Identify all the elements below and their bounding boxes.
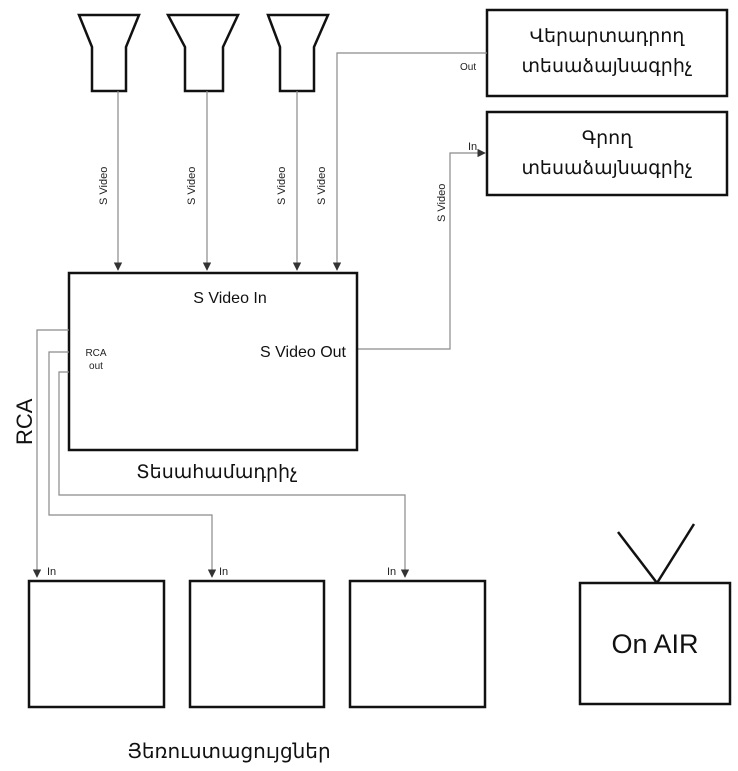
s-video-label-1: S Video xyxy=(98,167,110,205)
on-air-label: On AIR xyxy=(611,629,698,659)
wire-monitor-1 xyxy=(32,329,69,578)
playback-vcr-label-1: Վերարտադրող xyxy=(530,25,686,47)
playback-vcr-box xyxy=(485,8,729,98)
s-video-label-2: S Video xyxy=(186,167,198,205)
s-video-label-5: S Video xyxy=(436,184,448,222)
camera-2-icon xyxy=(165,13,240,93)
on-air-box xyxy=(578,581,732,706)
monitors-caption: Յեռուստացույցներ xyxy=(127,739,330,763)
s-video-label-3: S Video xyxy=(276,167,288,205)
monitor-3-port: In xyxy=(387,566,396,578)
antenna-icon xyxy=(617,523,696,584)
wire-monitor-2 xyxy=(48,351,217,578)
switcher-rca-label-1: RCA xyxy=(85,348,106,359)
recording-vcr-label-2: տեսաձայնագրիչ xyxy=(521,157,692,179)
switcher-rca-label-2: out xyxy=(89,361,103,372)
camera-3-icon xyxy=(266,13,330,93)
monitor-3-box xyxy=(348,579,487,709)
recording-vcr-port: In xyxy=(468,141,477,153)
monitor-1-box xyxy=(27,579,166,709)
playback-vcr-label-2: տեսաձայնագրիչ xyxy=(521,55,692,77)
recording-vcr-label-1: Գրող xyxy=(582,127,633,149)
switcher-input-label: S Video In xyxy=(193,290,267,307)
camera-1-icon xyxy=(77,13,141,93)
wire-recording-vcr xyxy=(347,148,486,350)
rca-label: RCA xyxy=(12,398,37,445)
switcher-output-label: S Video Out xyxy=(260,344,347,361)
switcher-title: Տեսահամադրիչ xyxy=(136,461,298,483)
switcher-box xyxy=(67,271,359,452)
wire-monitor-3 xyxy=(58,371,410,578)
monitor-2-box xyxy=(188,579,326,709)
wire-playback-vcr xyxy=(332,52,487,271)
playback-vcr-port: Out xyxy=(460,62,476,73)
monitor-2-port: In xyxy=(219,566,228,578)
recording-vcr-box xyxy=(485,110,729,197)
s-video-label-4: S Video xyxy=(316,167,328,205)
monitor-1-port: In xyxy=(47,566,56,578)
